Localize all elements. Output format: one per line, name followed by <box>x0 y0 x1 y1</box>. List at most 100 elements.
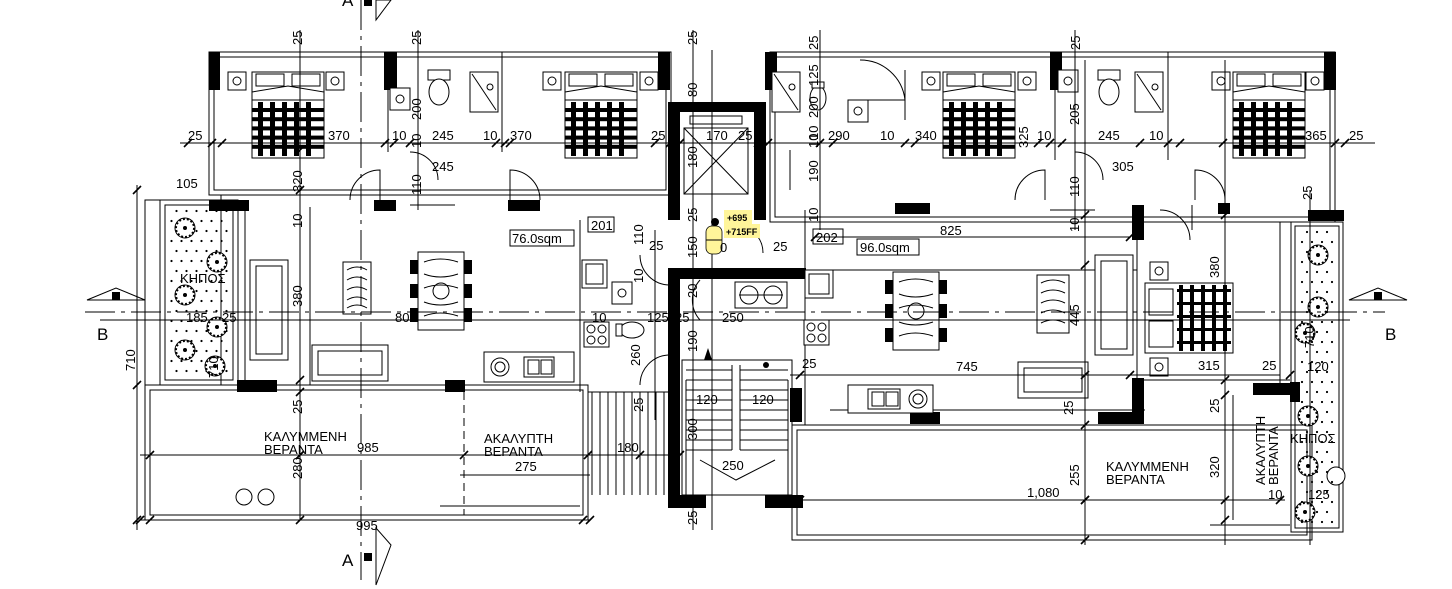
stair-core <box>681 348 793 496</box>
dim-text: 805 <box>395 310 417 325</box>
bed <box>251 71 325 159</box>
dimension-texts: 25 370 10 245 10 370 25 170 25 10 290 10… <box>123 31 1363 533</box>
dim-text: 25 <box>1300 186 1315 200</box>
dim-text: 180 <box>617 440 639 455</box>
elevator-shaft <box>683 115 749 195</box>
dim-text: 25 <box>685 31 700 45</box>
dim-text: 25 <box>738 128 752 143</box>
open-veranda-left-line2: ΒΕΡΑΝΤΑ <box>484 444 543 459</box>
rug <box>342 261 372 315</box>
dim-text: 200 <box>806 96 821 118</box>
dim-text: 10 <box>592 310 606 325</box>
dim-text: 290 <box>828 128 850 143</box>
shower <box>469 71 499 113</box>
dim-text: 10 <box>483 128 497 143</box>
dim-text: 380 <box>290 285 305 307</box>
sofa <box>1094 254 1134 356</box>
dim-text: 120 <box>752 392 774 407</box>
dim-text: 25 <box>409 31 424 45</box>
dim-text: 25 <box>685 511 700 525</box>
dim-text: 125 <box>647 310 669 325</box>
dim-text: 10 <box>1149 128 1163 143</box>
dim-text: 745 <box>956 359 978 374</box>
apartment-201-number: 201 <box>591 218 613 233</box>
dim-text: 280 <box>290 457 305 479</box>
dim-text: 185 <box>186 310 208 325</box>
section-mark-b-left: B <box>97 325 108 344</box>
solid-walls <box>209 52 1344 508</box>
level-marker <box>705 210 760 255</box>
hob <box>583 321 610 348</box>
dim-text: 245 <box>1098 128 1120 143</box>
dim-text: 255 <box>1067 464 1082 486</box>
open-veranda-right-line1: ΑΚΑΛΥΠΤΗ <box>1253 416 1268 485</box>
dim-text: 25 <box>1061 401 1076 415</box>
dim-text: 25 <box>649 238 663 253</box>
dim-text: 370 <box>510 128 532 143</box>
dim-text: 25 <box>1068 36 1083 50</box>
dim-text: 25 <box>222 310 236 325</box>
dim-text: 25 <box>290 400 305 414</box>
section-mark-b-right: B <box>1385 325 1396 344</box>
open-veranda-left-line1: ΑΚΑΛΥΠΤΗ <box>484 431 553 446</box>
bed-side <box>1144 282 1234 354</box>
garden-label-left: ΚΗΠΟΣ <box>180 271 226 286</box>
dim-text: 200 <box>409 98 424 120</box>
covered-veranda-left-line2: ΒΕΡΑΝΤΑ <box>264 442 323 457</box>
dim-text: 320 <box>290 170 305 192</box>
dim-text: 10 <box>631 269 646 283</box>
dim-text: 10 <box>880 128 894 143</box>
dim-text: 10 <box>409 134 424 148</box>
dim-text: 105 <box>176 176 198 191</box>
dim-text: 10 <box>806 134 821 148</box>
dim-text: 25 <box>773 239 787 254</box>
dim-text: 825 <box>940 223 962 238</box>
bed <box>942 71 1016 159</box>
dim-text: 25 <box>651 128 665 143</box>
apartment-202-number: 202 <box>816 230 838 245</box>
level-marker-zero: 0 <box>720 240 727 255</box>
dim-text: 25 <box>806 36 821 50</box>
section-mark-a-bottom: A <box>342 551 354 570</box>
hob <box>803 319 830 346</box>
dim-text: 320 <box>1207 456 1222 478</box>
section-mark-a-top: A <box>342 0 354 10</box>
appliance <box>581 259 608 289</box>
appliance <box>804 269 834 299</box>
dim-text: 245 <box>432 128 454 143</box>
covered-veranda-left-line1: ΚΑΛΥΜΜΕΝΗ <box>264 429 347 444</box>
dim-text: 380 <box>1207 256 1222 278</box>
dim-text: 10 <box>806 208 821 222</box>
dim-text: 180 <box>685 146 700 168</box>
dim-text: 300 <box>685 418 700 440</box>
dim-text: 710 <box>206 356 221 378</box>
covered-veranda-right-line2: ΒΕΡΑΝΤΑ <box>1106 472 1165 487</box>
covered-veranda-right-line1: ΚΑΛΥΜΜΕΝΗ <box>1106 459 1189 474</box>
dim-text: 120 <box>1307 359 1329 374</box>
dim-text: 445 <box>1067 304 1082 326</box>
section-line-b <box>85 287 1408 313</box>
sofa <box>311 344 389 382</box>
dimension-lines <box>100 30 1375 545</box>
kitchen-counter <box>483 351 575 383</box>
dim-text: 25 <box>631 398 646 412</box>
veranda-steps <box>591 392 665 495</box>
dim-text: 245 <box>432 159 454 174</box>
dim-text: 25 <box>802 356 816 371</box>
dim-text: 25 <box>188 128 202 143</box>
dim-text: 25 <box>290 31 305 45</box>
dim-text: 170 <box>706 128 728 143</box>
dim-text: 25 <box>675 310 689 325</box>
dining-table <box>410 251 472 331</box>
door-swings <box>349 59 1226 386</box>
level-marker-floor: +715FF <box>726 227 758 237</box>
bed <box>1232 71 1306 159</box>
open-veranda-right-line2: ΒΕΡΑΝΤΑ <box>1266 426 1281 485</box>
section-line-a <box>360 0 392 586</box>
sofa <box>1017 361 1089 399</box>
sofa <box>249 259 289 361</box>
dim-text: 305 <box>1112 159 1134 174</box>
dim-text: 10 <box>1268 487 1282 502</box>
dim-text: 25 <box>1349 128 1363 143</box>
level-marker-top: +695 <box>727 213 747 223</box>
